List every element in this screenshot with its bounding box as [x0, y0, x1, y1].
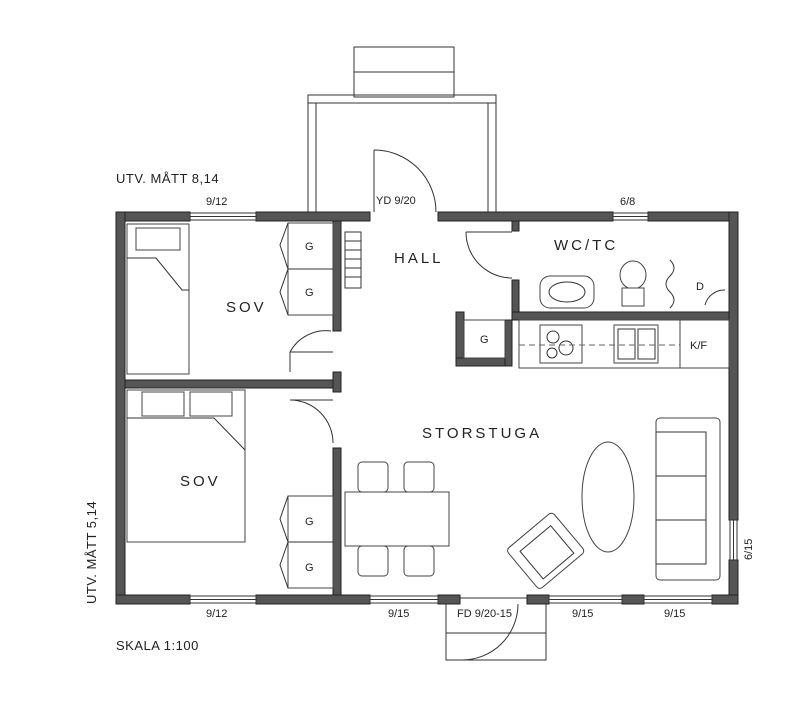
- wardrobe-tag-4: G: [305, 562, 314, 574]
- kitchen-tag: K/F: [690, 340, 707, 352]
- living-furniture: [344, 417, 721, 589]
- wardrobe-tag-2: G: [305, 287, 314, 299]
- ladder: [344, 231, 362, 289]
- kitchen: [518, 319, 730, 369]
- room-label-wc: WC/TC: [554, 237, 618, 254]
- window-label-bottom-3: 9/15: [664, 608, 685, 620]
- wardrobe-tag-3: G: [305, 516, 314, 528]
- window-label-wc: 6/8: [620, 196, 635, 208]
- windows: [189, 212, 738, 604]
- room-label-storstuga: STORSTUGA: [422, 425, 542, 442]
- depth-note: UTV. MÅTT 5,14: [84, 501, 99, 604]
- window-label-right: 6/15: [743, 539, 755, 560]
- window-label-bottom-2: 9/15: [572, 608, 593, 620]
- entry-porch: [307, 46, 497, 212]
- beds: [126, 223, 246, 543]
- window-label-top-left: 9/12: [206, 196, 227, 208]
- door-label-french: FD 9/20-15: [457, 608, 512, 620]
- window-label-bottom-left: 9/12: [206, 608, 227, 620]
- door-label-entry: YD 9/20: [376, 195, 416, 207]
- wardrobe-tag-hall: G: [480, 334, 489, 346]
- wardrobe-tag-1: G: [305, 241, 314, 253]
- wc-fixtures: [539, 259, 726, 309]
- width-note: UTV. MÅTT 8,14: [116, 171, 219, 186]
- scale-note: SKALA 1:100: [116, 638, 199, 653]
- wardrobes: [279, 222, 506, 589]
- room-label-sov-bottom: SOV: [180, 473, 221, 490]
- window-label-bottom-1: 9/15: [388, 608, 409, 620]
- doors: [289, 149, 519, 661]
- dryer-tag: D: [696, 281, 704, 293]
- room-label-hall: HALL: [394, 250, 444, 267]
- room-label-sov-top: SOV: [226, 299, 267, 316]
